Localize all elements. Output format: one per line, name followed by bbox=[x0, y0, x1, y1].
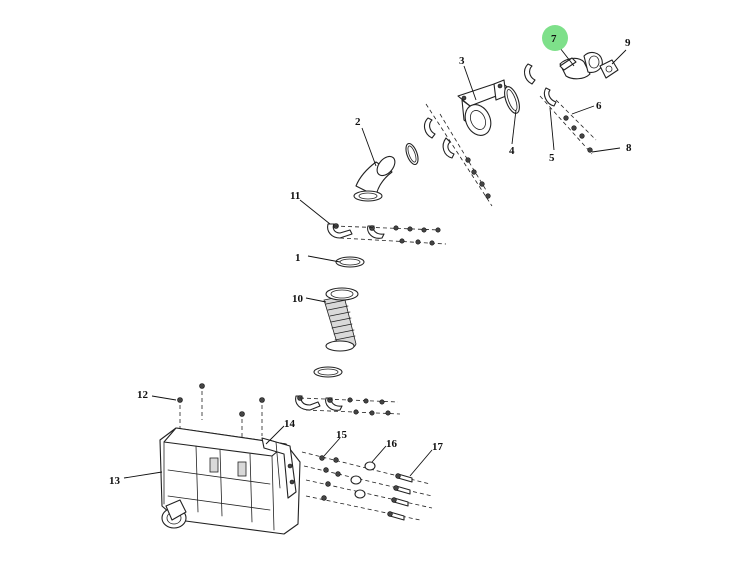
callout-15: 15 bbox=[336, 429, 348, 441]
flange-elbow-part-7 bbox=[559, 51, 603, 80]
callout-5: 5 bbox=[549, 152, 555, 164]
callout-7: 7 bbox=[551, 33, 557, 45]
callout-7-highlight bbox=[542, 25, 568, 51]
upper-bolt-axis-lines bbox=[425, 95, 597, 207]
callout-13: 13 bbox=[109, 475, 121, 487]
callout-labels: 1 2 3 4 5 6 7 8 9 10 11 12 13 14 15 16 1… bbox=[109, 33, 632, 487]
exhaust-elbow-part-2 bbox=[353, 155, 396, 202]
mount-bolts-part-12 bbox=[177, 383, 265, 417]
callout-3: 3 bbox=[459, 55, 465, 67]
callout-14: 14 bbox=[284, 418, 296, 430]
bolts-part-17 bbox=[387, 473, 413, 521]
callout-9: 9 bbox=[625, 37, 631, 49]
callout-12: 12 bbox=[137, 389, 149, 401]
callout-1: 1 bbox=[295, 252, 301, 264]
upper-bolts-part-8 bbox=[465, 115, 593, 199]
callout-6: 6 bbox=[596, 100, 602, 112]
muffler-body-part-13 bbox=[159, 427, 301, 535]
mid-bolts bbox=[393, 225, 441, 246]
mid-bolt-axis-lines bbox=[333, 225, 447, 245]
washers-part-15 bbox=[319, 455, 341, 501]
callout-leader-lines bbox=[123, 47, 627, 479]
callout-11: 11 bbox=[290, 190, 300, 202]
v-clamp-upper-part-5 bbox=[523, 63, 557, 107]
gasket-ring-part-4 bbox=[504, 86, 520, 114]
v-clamp-pair-part-11 bbox=[327, 223, 385, 239]
gasket-ring-part-1 bbox=[335, 256, 365, 268]
callout-16: 16 bbox=[386, 438, 398, 450]
callout-17: 17 bbox=[432, 441, 444, 453]
callout-8: 8 bbox=[626, 142, 632, 154]
gasket-ring-lower bbox=[313, 366, 343, 378]
flexible-pipe-part-10 bbox=[323, 287, 359, 352]
gasket-ring-mid bbox=[405, 142, 419, 166]
callout-4: 4 bbox=[509, 145, 515, 157]
callout-2: 2 bbox=[355, 116, 361, 128]
exhaust-bracket-part-3 bbox=[457, 79, 513, 136]
mount-bracket-part-14 bbox=[261, 437, 297, 499]
callout-10: 10 bbox=[292, 293, 304, 305]
nuts-part-16 bbox=[350, 461, 376, 499]
lower-bolts bbox=[347, 397, 391, 416]
gasket-plate-part-9 bbox=[599, 59, 619, 79]
v-clamp-mid bbox=[423, 117, 455, 159]
